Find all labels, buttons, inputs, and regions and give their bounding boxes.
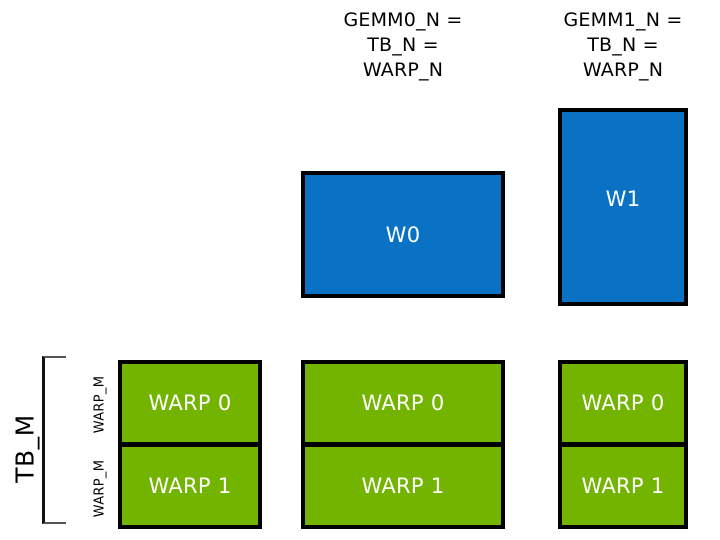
blue-tile-w0: W0 <box>301 171 505 298</box>
blue-tile-w1-label: W1 <box>605 187 641 211</box>
warp-cell: WARP 0 <box>558 360 688 446</box>
axis-label-tb-m: TB_M <box>10 414 40 483</box>
blue-tile-w0-label: W0 <box>385 222 421 247</box>
column-header-gemm0: GEMM0_N = TB_N = WARP_N <box>343 9 463 81</box>
warp-cell: WARP 0 <box>301 360 505 446</box>
warp-cell-label: WARP 1 <box>148 474 232 498</box>
blue-tile-w1: W1 <box>558 108 688 306</box>
axis-label-warp-m-bottom: WARP_M <box>92 459 108 518</box>
axis-label-warp-m-top: WARP_M <box>92 375 108 434</box>
tb-m-bracket <box>42 356 66 524</box>
warp-cell-label: WARP 0 <box>361 391 445 415</box>
warp-column-right: WARP 0 WARP 1 <box>558 360 688 529</box>
column-header-gemm1: GEMM1_N = TB_N = WARP_N <box>563 9 683 81</box>
warp-cell-label: WARP 0 <box>581 391 665 415</box>
warp-cell: WARP 1 <box>118 443 262 529</box>
warp-cell: WARP 1 <box>301 443 505 529</box>
warp-column-middle: WARP 0 WARP 1 <box>301 360 505 529</box>
warp-cell-label: WARP 0 <box>148 391 232 415</box>
warp-cell: WARP 0 <box>118 360 262 446</box>
warp-cell: WARP 1 <box>558 443 688 529</box>
warp-cell-label: WARP 1 <box>581 474 665 498</box>
warp-cell-label: WARP 1 <box>361 474 445 498</box>
warp-column-left: WARP 0 WARP 1 <box>118 360 262 529</box>
